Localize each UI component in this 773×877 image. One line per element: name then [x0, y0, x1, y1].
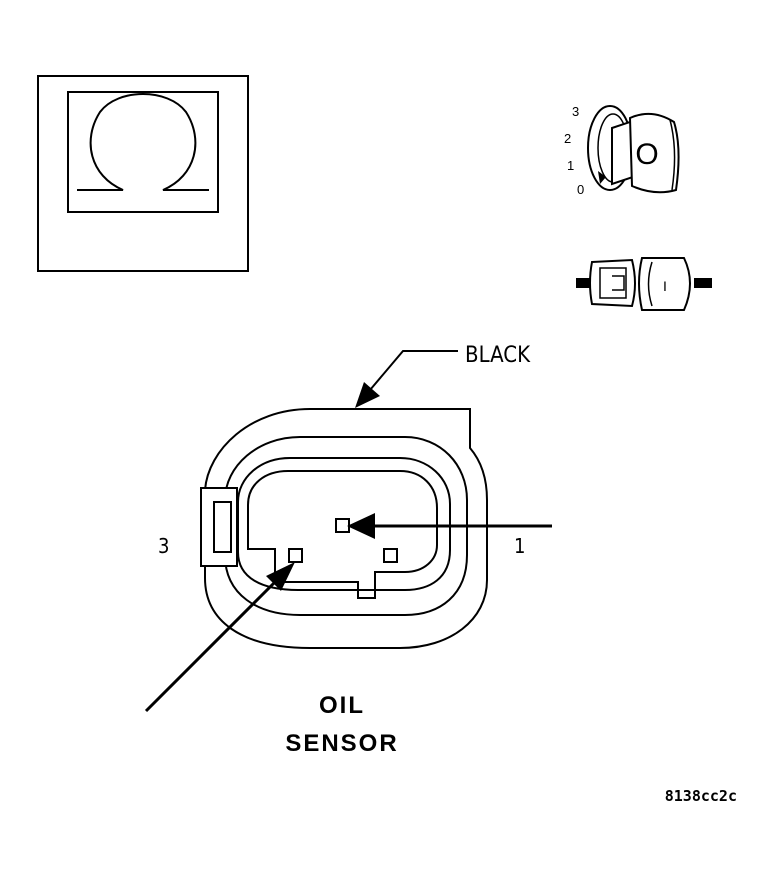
connector-pin-mark: I	[663, 278, 667, 294]
connector-inner-shell	[224, 436, 468, 616]
ohm-symbol	[77, 93, 209, 191]
ignition-position-1: 1	[567, 158, 574, 173]
connector-color-callout: BLACK	[355, 343, 531, 408]
probe-arrows	[144, 513, 552, 713]
ohmmeter-icon: Ω	[37, 75, 249, 272]
color-arrowhead	[355, 382, 380, 408]
ignition-position-0: 0	[577, 182, 584, 197]
pin-label-3: 3	[158, 534, 169, 558]
pin-2-terminal	[383, 548, 398, 563]
pin-1-terminal	[335, 518, 350, 533]
figure-code: 8138cc2c	[665, 787, 737, 805]
key-label: O	[635, 138, 658, 171]
probe-arrow-pin-3	[144, 579, 278, 713]
ignition-key-icon: 3 2 1 0 O	[564, 104, 680, 197]
connector-icon: I	[576, 257, 712, 311]
connector-face: 3 1	[158, 408, 525, 649]
component-title: OIL SENSOR	[285, 692, 398, 757]
pin-3-terminal	[288, 548, 303, 563]
ignition-position-2: 2	[564, 131, 571, 146]
ignition-position-3: 3	[572, 104, 579, 119]
connector-color-label: BLACK	[465, 343, 531, 368]
connector-outer-shell	[204, 408, 488, 649]
component-title-line1: OIL	[319, 692, 365, 719]
connector-cavity	[247, 470, 438, 599]
pin-label-1: 1	[514, 534, 525, 558]
component-title-line2: SENSOR	[285, 730, 398, 757]
